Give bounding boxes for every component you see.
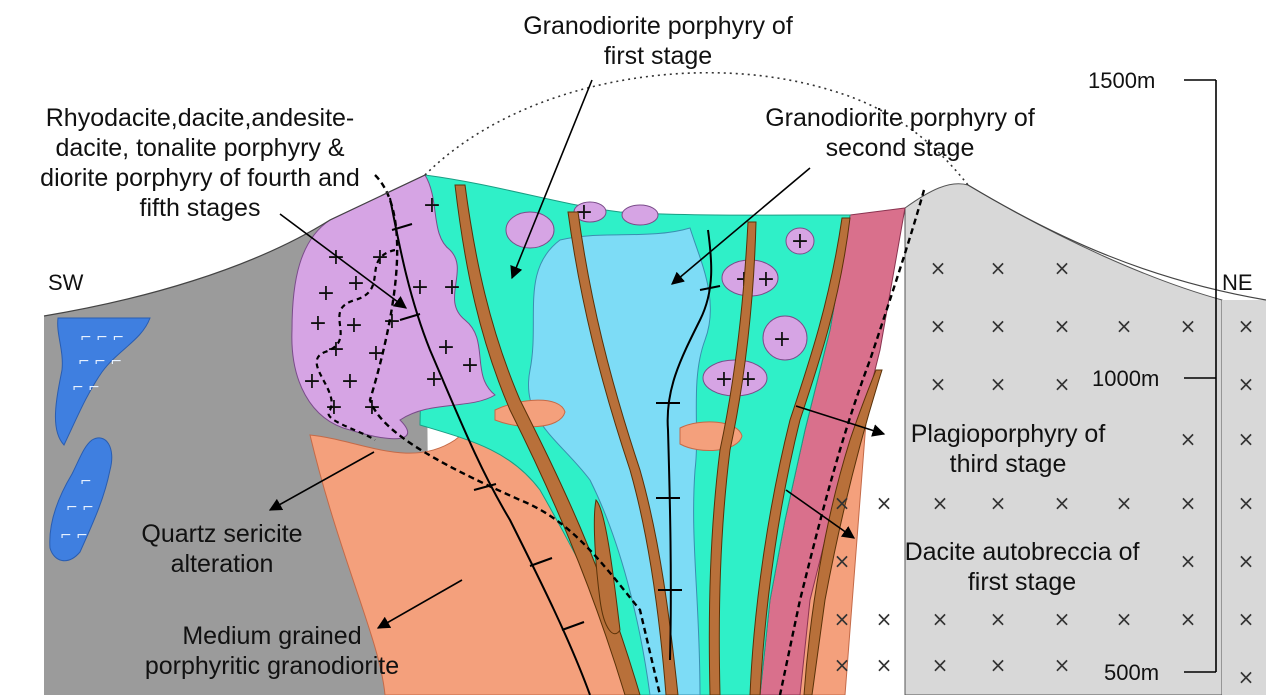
svg-text:×: × xyxy=(930,256,947,280)
svg-text:+: + xyxy=(791,229,809,254)
svg-text:Quartz sericite: Quartz sericite xyxy=(141,520,302,548)
sw-label: SW xyxy=(48,270,84,295)
svg-text:+: + xyxy=(423,193,441,218)
svg-text:second stage: second stage xyxy=(826,134,975,162)
svg-text:+: + xyxy=(715,367,733,392)
svg-text:×: × xyxy=(930,372,947,396)
svg-text:fifth stages: fifth stages xyxy=(140,194,261,222)
svg-text:×: × xyxy=(1238,665,1255,689)
svg-text:×: × xyxy=(1238,372,1255,396)
svg-text:×: × xyxy=(1238,607,1255,631)
svg-text:first stage: first stage xyxy=(604,42,712,70)
svg-text:⌐: ⌐ xyxy=(80,474,92,490)
svg-text:×: × xyxy=(1116,607,1133,631)
svg-text:×: × xyxy=(932,653,949,677)
svg-text:first stage: first stage xyxy=(968,568,1076,596)
svg-text:+: + xyxy=(411,275,429,300)
svg-text:+: + xyxy=(461,353,479,378)
label-first-stage-granodiorite: Granodiorite porphyry of first stage xyxy=(523,12,793,70)
svg-text:×: × xyxy=(1180,427,1197,451)
svg-text:×: × xyxy=(834,607,851,631)
scale-500m: 500m xyxy=(1104,660,1159,685)
svg-text:×: × xyxy=(834,549,851,573)
svg-text:+: + xyxy=(371,245,389,270)
svg-text:+: + xyxy=(327,245,345,270)
svg-text:third stage: third stage xyxy=(950,450,1067,478)
svg-text:×: × xyxy=(1180,314,1197,338)
svg-text:+: + xyxy=(309,311,327,336)
svg-text:×: × xyxy=(930,314,947,338)
ne-label: NE xyxy=(1222,270,1253,295)
svg-text:Granodiorite porphyry of: Granodiorite porphyry of xyxy=(765,104,1035,132)
svg-text:+: + xyxy=(437,335,455,360)
svg-text:+: + xyxy=(345,313,363,338)
svg-text:×: × xyxy=(1054,314,1071,338)
svg-text:×: × xyxy=(834,491,851,515)
svg-text:⌐ ⌐: ⌐ ⌐ xyxy=(72,380,100,396)
svg-text:×: × xyxy=(1238,314,1255,338)
svg-text:+: + xyxy=(773,327,791,352)
svg-text:×: × xyxy=(990,607,1007,631)
label-second-stage-granodiorite: Granodiorite porphyry of second stage xyxy=(765,104,1035,162)
svg-text:Rhyodacite,dacite,andesite-: Rhyodacite,dacite,andesite- xyxy=(46,104,355,132)
svg-text:×: × xyxy=(876,491,893,515)
scale-1000m: 1000m xyxy=(1092,366,1159,391)
svg-text:×: × xyxy=(876,607,893,631)
svg-text:×: × xyxy=(1116,491,1133,515)
svg-text:×: × xyxy=(1180,607,1197,631)
svg-text:×: × xyxy=(1054,491,1071,515)
svg-text:×: × xyxy=(1180,549,1197,573)
svg-text:⌐ ⌐ ⌐: ⌐ ⌐ ⌐ xyxy=(80,330,124,346)
svg-text:×: × xyxy=(990,372,1007,396)
svg-text:+: + xyxy=(443,275,461,300)
svg-text:porphyritic granodiorite: porphyritic granodiorite xyxy=(145,652,399,680)
label-rhyodacite-fourth-fifth: Rhyodacite,dacite,andesite- dacite, tona… xyxy=(40,104,360,222)
scale-1500m: 1500m xyxy=(1088,68,1155,93)
svg-text:×: × xyxy=(834,653,851,677)
svg-text:⌐ ⌐: ⌐ ⌐ xyxy=(60,528,88,544)
svg-text:×: × xyxy=(990,314,1007,338)
svg-text:Dacite autobreccia of: Dacite autobreccia of xyxy=(905,538,1140,566)
svg-text:alteration: alteration xyxy=(171,550,274,578)
svg-text:⌐ ⌐ ⌐: ⌐ ⌐ ⌐ xyxy=(78,354,122,370)
svg-text:+: + xyxy=(757,267,775,292)
svg-text:+: + xyxy=(317,281,335,306)
svg-text:×: × xyxy=(1054,256,1071,280)
svg-text:+: + xyxy=(327,337,345,362)
svg-text:Granodiorite porphyry of: Granodiorite porphyry of xyxy=(523,12,793,40)
svg-text:×: × xyxy=(1180,491,1197,515)
svg-text:Plagioporphyry of: Plagioporphyry of xyxy=(911,420,1106,448)
svg-text:×: × xyxy=(876,653,893,677)
svg-text:+: + xyxy=(425,367,443,392)
svg-text:⌐ ⌐: ⌐ ⌐ xyxy=(66,500,94,516)
svg-text:×: × xyxy=(1054,607,1071,631)
svg-text:×: × xyxy=(990,491,1007,515)
svg-text:×: × xyxy=(990,256,1007,280)
svg-text:×: × xyxy=(1238,427,1255,451)
svg-text:×: × xyxy=(932,491,949,515)
svg-text:diorite porphyry of fourth and: diorite porphyry of fourth and xyxy=(40,164,360,192)
svg-text:×: × xyxy=(1238,549,1255,573)
svg-text:×: × xyxy=(1116,314,1133,338)
svg-text:×: × xyxy=(990,653,1007,677)
svg-text:dacite, tonalite porphyry &: dacite, tonalite porphyry & xyxy=(55,134,344,162)
svg-text:×: × xyxy=(1054,653,1071,677)
svg-text:×: × xyxy=(932,607,949,631)
svg-text:+: + xyxy=(341,369,359,394)
svg-text:Medium grained: Medium grained xyxy=(182,622,361,650)
svg-text:+: + xyxy=(325,395,343,420)
svg-text:×: × xyxy=(1054,372,1071,396)
svg-text:×: × xyxy=(1238,491,1255,515)
